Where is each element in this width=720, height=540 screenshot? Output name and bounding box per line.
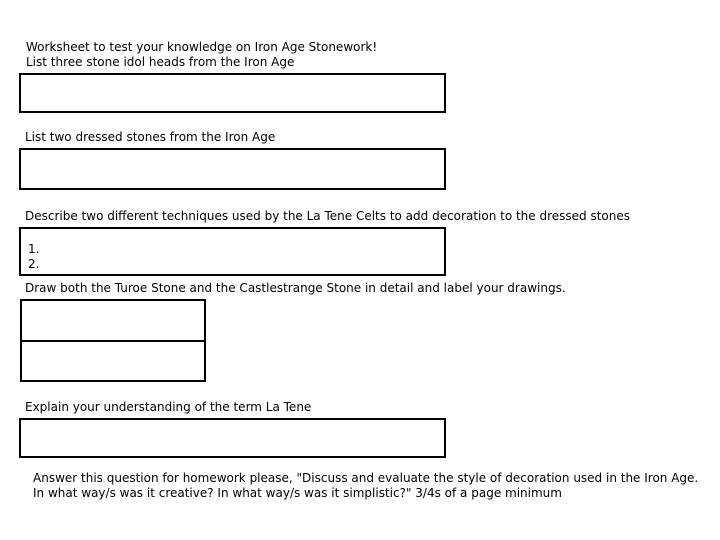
answer-box-5[interactable]	[19, 418, 446, 458]
question-5-label: Explain your understanding of the term L…	[25, 400, 312, 414]
question-3-label: Describe two different techniques used b…	[25, 209, 631, 223]
question-1-label: List three stone idol heads from the Iro…	[26, 55, 295, 69]
question-2-label: List two dressed stones from the Iron Ag…	[25, 130, 276, 144]
drawing-box-top[interactable]	[20, 299, 206, 342]
homework-line-1: Answer this question for homework please…	[33, 471, 699, 485]
drawing-box-bottom[interactable]	[20, 340, 206, 382]
question-4-label: Draw both the Turoe Stone and the Castle…	[25, 281, 566, 295]
answer-box-2[interactable]	[19, 148, 446, 190]
answer-box-3-list: 1. 2.	[28, 242, 39, 272]
worksheet-title: Worksheet to test your knowledge on Iron…	[26, 40, 378, 54]
answer-box-3[interactable]: 1. 2.	[19, 227, 446, 276]
homework-line-2: In what way/s was it creative? In what w…	[33, 486, 562, 500]
answer-box-3-item-1: 1.	[28, 242, 40, 256]
answer-box-1[interactable]	[19, 73, 446, 113]
answer-box-3-item-2: 2.	[28, 257, 40, 271]
homework-instruction: Answer this question for homework please…	[33, 471, 698, 501]
